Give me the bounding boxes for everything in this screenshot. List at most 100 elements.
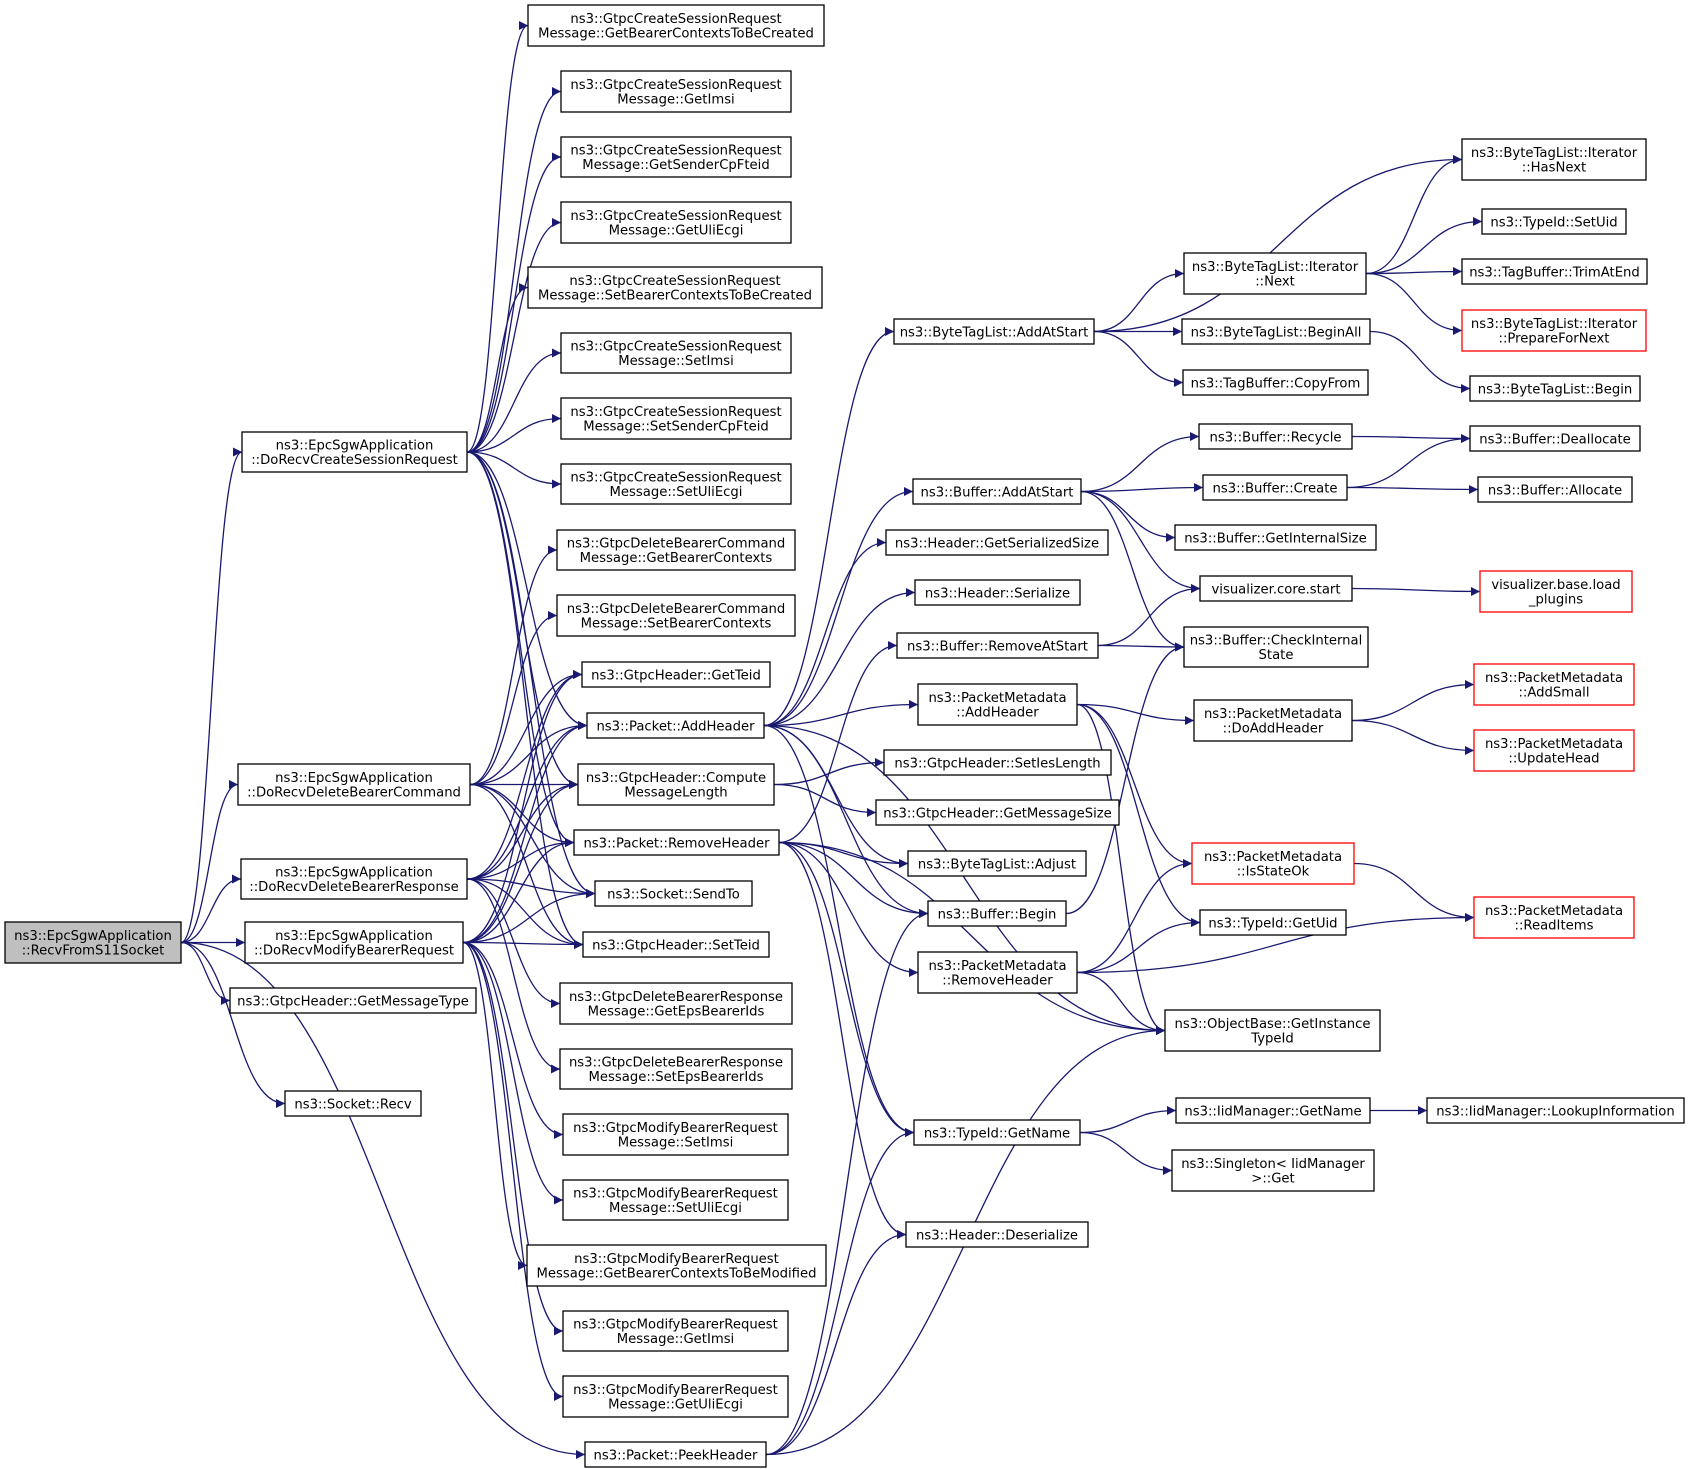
node-dr-set[interactable]: ns3::GtpcDeleteBearerResponseMessage::Se… (559, 1048, 793, 1090)
node-set-ies-len[interactable]: ns3::GtpcHeader::SetIesLength (883, 749, 1112, 776)
node-buf-remove-at-start[interactable]: ns3::Buffer::RemoveAtStart (896, 632, 1099, 659)
node-dc-get[interactable]: ns3::GtpcDeleteBearerCommandMessage::Get… (556, 529, 796, 571)
node-buf-alloc[interactable]: ns3::Buffer::Allocate (1477, 476, 1633, 503)
node-pm-is-state-ok[interactable]: ns3::PacketMetadata::IsStateOk (1191, 842, 1355, 885)
node-dc-set[interactable]: ns3::GtpcDeleteBearerCommandMessage::Set… (556, 594, 796, 637)
node-pkt-peek[interactable]: ns3::Packet::PeekHeader (584, 1441, 767, 1468)
node-box (1199, 909, 1347, 936)
node-type-get-uid[interactable]: ns3::TypeId::GetUid (1199, 909, 1347, 936)
node-cs-set-imsi[interactable]: ns3::GtpcCreateSessionRequestMessage::Se… (560, 332, 792, 374)
node-pm-read-items[interactable]: ns3::PacketMetadata::ReadItems (1473, 896, 1635, 939)
node-cs-get-sender[interactable]: ns3::GtpcCreateSessionRequestMessage::Ge… (560, 136, 792, 178)
node-box (1171, 1149, 1375, 1192)
node-hdr-serialize[interactable]: ns3::Header::Serialize (914, 579, 1081, 606)
node-buf-recycle[interactable]: ns3::Buffer::Recycle (1198, 423, 1353, 450)
node-pm-update-head[interactable]: ns3::PacketMetadata::UpdateHead (1473, 729, 1635, 772)
edge-pkt-add-to-hdr-serialize (763, 588, 916, 727)
node-it-next[interactable]: ns3::ByteTagList::Iterator::Next (1183, 252, 1367, 295)
node-send-to[interactable]: ns3::Socket::SendTo (594, 880, 753, 907)
node-label: ns3::GtpcCreateSessionRequest (570, 12, 781, 27)
node-pm-add-small[interactable]: ns3::PacketMetadata::AddSmall (1473, 663, 1635, 706)
node-cs-get-uli[interactable]: ns3::GtpcCreateSessionRequestMessage::Ge… (560, 201, 792, 244)
edges-layer (180, 21, 1483, 1459)
node-pkt-remove[interactable]: ns3::Packet::RemoveHeader (573, 829, 780, 856)
node-box (1182, 369, 1369, 396)
node-label: ns3::GtpcDeleteBearerCommand (567, 536, 786, 551)
edge-pkt-add-to-btl-add-at-start (763, 327, 895, 727)
node-root[interactable]: ns3::EpcSgwApplication::RecvFromS11Socke… (4, 921, 182, 964)
node-hdr-deserialize[interactable]: ns3::Header::Deserialize (905, 1221, 1089, 1248)
node-label: ns3::EpcSgwApplication (276, 438, 434, 453)
node-label: ns3::GtpcHeader::SetTeid (592, 938, 760, 953)
node-get-teid[interactable]: ns3::GtpcHeader::GetTeid (581, 661, 771, 688)
node-buf-get-internal-size[interactable]: ns3::Buffer::GetInternalSize (1174, 524, 1377, 551)
edge-del-resp-to-pkt-remove (466, 838, 575, 880)
node-iid-lookup[interactable]: ns3::IidManager::LookupInformation (1426, 1097, 1685, 1124)
node-label: ::Next (1255, 275, 1295, 290)
node-buf-add-at-start[interactable]: ns3::Buffer::AddAtStart (912, 478, 1082, 505)
node-it-has-next[interactable]: ns3::ByteTagList::Iterator::HasNext (1461, 138, 1647, 181)
node-btl-adjust[interactable]: ns3::ByteTagList::Adjust (907, 850, 1087, 877)
node-tb-trim[interactable]: ns3::TagBuffer::TrimAtEnd (1461, 258, 1648, 285)
edge-del-cmd-to-get-teid (469, 670, 583, 786)
node-box (1199, 575, 1353, 602)
node-tb-copy-from[interactable]: ns3::TagBuffer::CopyFrom (1182, 369, 1369, 396)
node-buf-dealloc[interactable]: ns3::Buffer::Deallocate (1469, 425, 1641, 452)
node-cs-set-bearer[interactable]: ns3::GtpcCreateSessionRequestMessage::Se… (527, 266, 823, 309)
edge-create-sess-to-cs-get-uli (466, 218, 562, 453)
node-cs-get-bearer[interactable]: ns3::GtpcCreateSessionRequestMessage::Ge… (527, 4, 825, 47)
node-buf-create[interactable]: ns3::Buffer::Create (1202, 474, 1348, 501)
edge-del-resp-to-get-teid (466, 670, 583, 880)
node-mb-get-uli[interactable]: ns3::GtpcModifyBearerRequestMessage::Get… (562, 1375, 789, 1418)
node-del-resp[interactable]: ns3::EpcSgwApplication::DoRecvDeleteBear… (240, 858, 468, 900)
node-hdr-get-size[interactable]: ns3::Header::GetSerializedSize (885, 529, 1109, 556)
node-viz-start[interactable]: visualizer.core.start (1199, 575, 1353, 602)
node-mb-get-bearer[interactable]: ns3::GtpcModifyBearerRequestMessage::Get… (526, 1244, 827, 1287)
node-box (577, 763, 775, 806)
node-mb-get-imsi[interactable]: ns3::GtpcModifyBearerRequestMessage::Get… (562, 1310, 789, 1352)
node-mb-set-uli[interactable]: ns3::GtpcModifyBearerRequestMessage::Set… (562, 1179, 789, 1221)
node-iid-get-name[interactable]: ns3::IidManager::GetName (1175, 1097, 1371, 1124)
node-label: Message::SetSenderCpFteid (583, 420, 769, 435)
node-btl-begin-all[interactable]: ns3::ByteTagList::BeginAll (1181, 318, 1371, 345)
node-label: Message::SetUliEcgi (609, 1201, 742, 1216)
node-del-cmd[interactable]: ns3::EpcSgwApplication::DoRecvDeleteBear… (237, 763, 471, 806)
node-label: ns3::ByteTagList::Iterator (1192, 260, 1359, 275)
node-type-get-name[interactable]: ns3::TypeId::GetName (913, 1119, 1081, 1146)
node-pm-do-add[interactable]: ns3::PacketMetadata::DoAddHeader (1193, 699, 1353, 742)
node-buf-begin[interactable]: ns3::Buffer::Begin (927, 900, 1067, 927)
node-dr-get[interactable]: ns3::GtpcDeleteBearerResponseMessage::Ge… (559, 982, 793, 1025)
node-label: ns3::Buffer::GetInternalSize (1184, 531, 1367, 546)
node-set-teid[interactable]: ns3::GtpcHeader::SetTeid (582, 931, 770, 958)
node-cs-set-sender[interactable]: ns3::GtpcCreateSessionRequestMessage::Se… (560, 397, 792, 440)
node-box (1473, 663, 1635, 706)
node-btl-add-at-start[interactable]: ns3::ByteTagList::AddAtStart (893, 318, 1095, 345)
edge-pkt-remove-to-obj-get-tid (778, 841, 1166, 1035)
node-label: ns3::ByteTagList::Begin (1478, 382, 1632, 397)
node-type-set-uid[interactable]: ns3::TypeId::SetUid (1481, 208, 1627, 235)
node-get-msg-size[interactable]: ns3::GtpcHeader::GetMessageSize (875, 799, 1120, 826)
node-pm-add-header[interactable]: ns3::PacketMetadata::AddHeader (917, 683, 1078, 726)
node-btl-begin[interactable]: ns3::ByteTagList::Begin (1469, 375, 1641, 402)
node-cs-set-uli[interactable]: ns3::GtpcCreateSessionRequestMessage::Se… (560, 463, 792, 505)
node-get-msg-type[interactable]: ns3::GtpcHeader::GetMessageType (229, 987, 477, 1014)
node-cs-get-imsi[interactable]: ns3::GtpcCreateSessionRequestMessage::Ge… (560, 70, 792, 113)
node-create-sess[interactable]: ns3::EpcSgwApplication::DoRecvCreateSess… (241, 431, 468, 473)
node-mb-set-imsi[interactable]: ns3::GtpcModifyBearerRequestMessage::Set… (562, 1113, 789, 1156)
node-box (1174, 524, 1377, 551)
node-box (559, 982, 793, 1025)
node-mod-req[interactable]: ns3::EpcSgwApplication::DoRecvModifyBear… (244, 921, 464, 964)
edge-pkt-peek-to-hdr-deserialize (765, 1230, 907, 1456)
edge-mod-req-to-pkt-remove (462, 838, 575, 944)
edge-buf-create-to-buf-alloc (1346, 484, 1479, 494)
node-viz-load[interactable]: visualizer.base.load_plugins (1479, 570, 1633, 613)
node-it-prepare[interactable]: ns3::ByteTagList::Iterator::PrepareForNe… (1461, 309, 1647, 352)
node-pkt-add[interactable]: ns3::Packet::AddHeader (586, 712, 765, 739)
node-singleton-get[interactable]: ns3::Singleton< IidManager>::Get (1171, 1149, 1375, 1192)
edge-pm-add-header-to-pm-do-add (1076, 703, 1195, 725)
node-pm-remove-header[interactable]: ns3::PacketMetadata::RemoveHeader (917, 951, 1078, 994)
node-sock-recv[interactable]: ns3::Socket::Recv (284, 1090, 422, 1117)
